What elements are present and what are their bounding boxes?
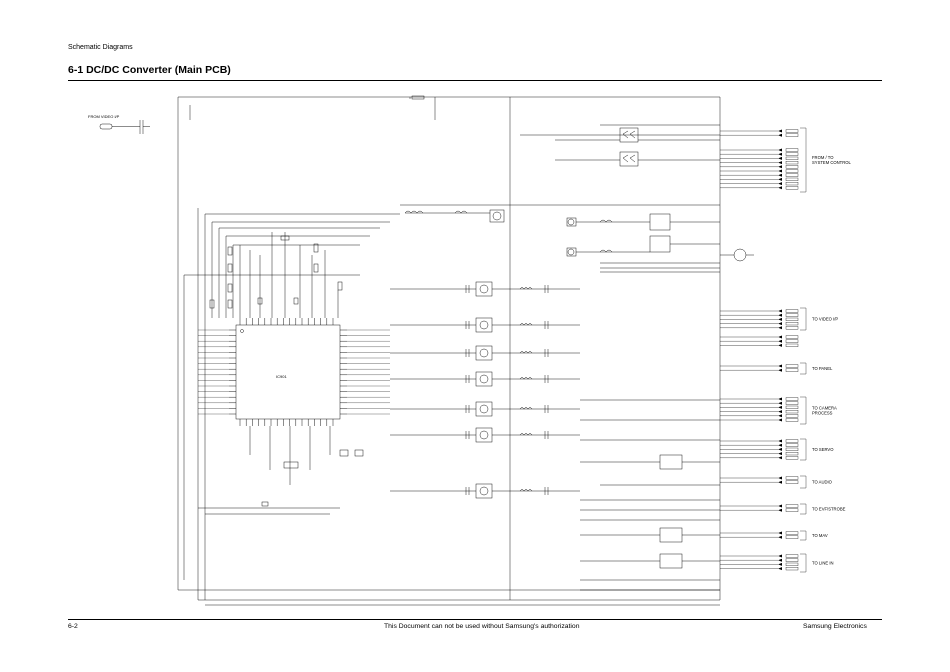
connector-pin	[785, 401, 799, 405]
page-number: 6-2	[68, 623, 78, 630]
connector-pin	[785, 562, 799, 566]
connector-pin	[785, 480, 799, 484]
connector-pin	[785, 414, 799, 418]
connector-pin	[785, 182, 799, 186]
connector-group-label: TO PANEL	[812, 366, 833, 371]
connector-pin	[785, 508, 799, 512]
connector-group-label: TO SERVO	[812, 447, 834, 452]
regulator-transistor	[475, 427, 493, 443]
connector-pin	[785, 456, 799, 460]
input-section: FROM VIDEO I/P	[88, 114, 150, 134]
header-divider	[68, 80, 882, 81]
connector-pin	[785, 558, 799, 562]
connector-pin	[785, 368, 799, 372]
upper-regulator	[404, 209, 754, 273]
connector-pin	[785, 405, 799, 409]
connector-pin	[785, 452, 799, 456]
connector-pin	[785, 156, 799, 160]
left-passive-network	[183, 213, 400, 580]
regulator-transistor	[475, 371, 493, 387]
connector-pin	[785, 309, 799, 313]
regulator-transistor	[475, 281, 493, 297]
section-label: Schematic Diagrams	[68, 44, 133, 51]
connector-group-label: TO VIDEO I/P	[812, 317, 838, 322]
connector-group-label: PROCESS	[812, 411, 833, 416]
main-ic: IC901	[198, 318, 390, 426]
system-control-transistors	[555, 127, 720, 167]
bottom-rails	[178, 589, 720, 606]
connector-pin	[785, 504, 799, 508]
connector-pin	[785, 554, 799, 558]
connector-pin	[785, 186, 799, 190]
regulator-transistor	[475, 345, 493, 361]
connector-pin	[785, 443, 799, 447]
connector-group-label: TO MAV	[812, 533, 828, 538]
connector-group-label: TO AUDIO	[812, 480, 833, 485]
connector-pin	[785, 476, 799, 480]
connector-pin	[785, 418, 799, 422]
connector-pin	[785, 177, 799, 181]
connector-pin	[785, 531, 799, 535]
power-rails	[177, 95, 721, 600]
connector-pin	[785, 535, 799, 539]
connector-pin	[785, 567, 799, 571]
regulator-transistor	[475, 483, 493, 499]
connector-pin	[785, 447, 799, 451]
connector-pin	[785, 339, 799, 343]
connector-group-label: TO LINE IN	[812, 561, 834, 566]
connector-group-label: TO EVF/STROBE	[812, 507, 846, 512]
ic-label: IC901	[276, 374, 287, 379]
ic-lower-network	[198, 426, 364, 515]
connector-pin	[785, 133, 799, 137]
connector-pin	[785, 152, 799, 156]
connector-column	[720, 129, 799, 571]
connector-group-label: TO CAMERA	[812, 406, 837, 411]
regulator-column	[390, 281, 580, 499]
connector-group-label: FROM / TO	[812, 155, 834, 160]
connector-pin	[785, 326, 799, 330]
connector-pin	[785, 169, 799, 173]
connector-pin	[785, 397, 799, 401]
footer-divider	[68, 619, 882, 620]
connector-pin	[785, 313, 799, 317]
company-name: Samsung Electronics	[803, 623, 867, 630]
connector-pin	[785, 173, 799, 177]
regulator-transistor	[475, 317, 493, 333]
footer-notice: This Document can not be used without Sa…	[384, 623, 580, 630]
page-title: 6-1 DC/DC Converter (Main PCB)	[68, 64, 231, 76]
connector-pin	[785, 410, 799, 414]
right-switching-blocks	[580, 399, 720, 591]
connector-pin	[785, 343, 799, 347]
connector-pin	[785, 322, 799, 326]
connector-pin	[785, 335, 799, 339]
regulator-transistor	[475, 401, 493, 417]
input-connector	[99, 123, 113, 130]
connector-pin	[785, 165, 799, 169]
connector-pin	[785, 439, 799, 443]
connector-pin	[785, 148, 799, 152]
connector-pin	[785, 364, 799, 368]
input-label: FROM VIDEO I/P	[88, 114, 120, 119]
connector-pin	[785, 161, 799, 165]
connector-group-label: SYSTEM CONTROL	[812, 160, 852, 165]
connector-pin	[785, 317, 799, 321]
connector-pin	[785, 129, 799, 133]
